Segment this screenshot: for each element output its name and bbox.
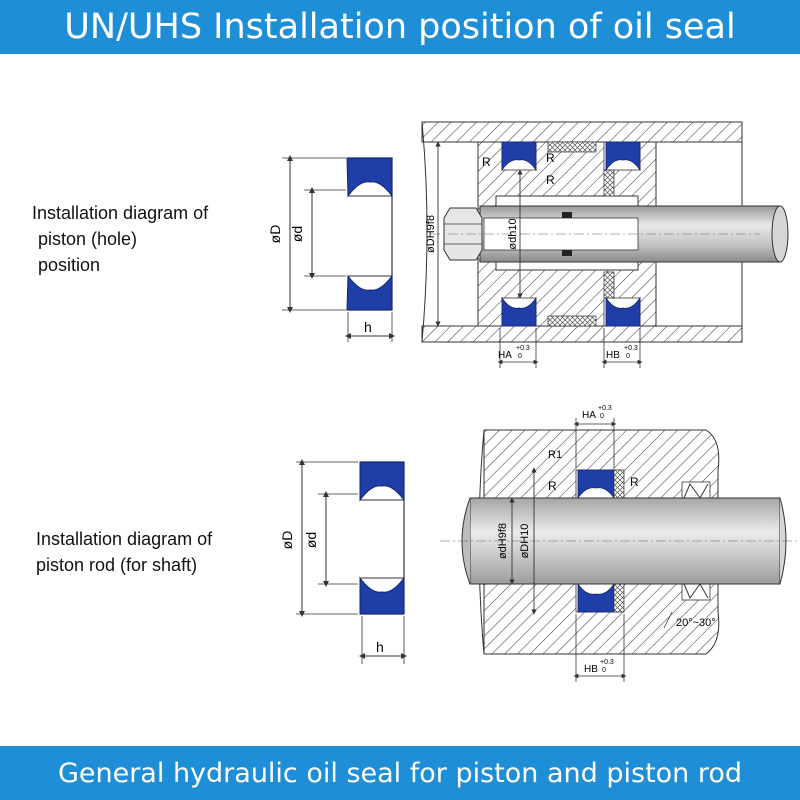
piston-seal-lip-bottom (346, 274, 393, 311)
rod-caption-line-1: Installation diagram of (36, 529, 213, 549)
rod-caption: Installation diagram of piston rod (for … (36, 526, 212, 578)
rod-seal-lip-bottom (359, 576, 405, 615)
piston-groove-b-tol-upper: +0.3 (624, 345, 638, 352)
piston-seal-a-top (501, 141, 537, 172)
piston-groove-b-tol-lower: 0 (626, 353, 630, 360)
rod-radius-1-label: R1 (548, 449, 562, 461)
piston-radius-label-1: R (482, 155, 491, 169)
piston-seal-lip-top (346, 157, 393, 198)
piston-caption-line-3: position (38, 255, 101, 275)
header-banner: UN/UHS Installation position of oil seal (0, 0, 800, 54)
wiper-top (683, 482, 709, 499)
footer-title: General hydraulic oil seal for piston an… (57, 757, 743, 789)
piston-seal-b-bottom (605, 296, 641, 327)
piston-groove-label: ødh10 (507, 218, 519, 249)
footer-banner: General hydraulic oil seal for piston an… (0, 746, 800, 800)
wear-ring-top (547, 141, 597, 153)
rod-groove-a-tol-lower: 0 (600, 413, 604, 420)
piston-assembly: øDH9f8 ødh10 R R R HA +0.3 0 HB +0.3 0 (421, 121, 789, 368)
piston-seal-a-bottom (501, 296, 537, 327)
piston-caption-line-2: piston (hole) (38, 229, 138, 249)
rod-radius-label-1: R (548, 479, 557, 493)
rod-groove-a-label: HA (582, 410, 596, 421)
piston-caption: Installation diagram of piston (hole) po… (32, 200, 208, 278)
piston-seal-height-label: h (364, 319, 372, 335)
piston-groove-a-tol-lower: 0 (518, 353, 522, 360)
rod-seal-cross-section: øD ød h (279, 459, 407, 664)
rod-seal-bottom (577, 582, 615, 613)
piston-seal-outer-diameter-label: øD (267, 225, 283, 244)
piston-radius-label-3: R (546, 173, 555, 187)
rod-groove-a-tol-upper: +0.3 (598, 405, 612, 412)
piston-bore-label: øDH9f8 (425, 215, 437, 253)
gland-housing-top (483, 429, 720, 499)
rod-wear-ring-top (613, 469, 625, 499)
cylinder-bore-top-wall (421, 121, 743, 143)
piston-radius-label-2: R (546, 151, 555, 165)
rod-caption-line-2: piston rod (for shaft) (36, 555, 198, 575)
rod-groove-b-tol-lower: 0 (602, 667, 606, 674)
rod-radius-label-2: R (630, 475, 639, 489)
piston-seal-b-top (605, 141, 641, 172)
cylinder-bore-bottom-wall (421, 325, 743, 343)
wear-ring-bottom (547, 315, 597, 327)
rod-seal-outer-diameter-label: øD (279, 531, 295, 550)
rod-seal-inner-diameter-label: ød (303, 532, 319, 548)
piston-caption-line-1: Installation diagram of (32, 203, 209, 223)
rod-seal-height-label: h (376, 639, 384, 655)
rod-wear-ring-bottom (613, 583, 625, 613)
rod-groove-b-tol-upper: +0.3 (600, 659, 614, 666)
rod-assembly: ødH9f8 øDH10 R1 R R HA +0.3 0 HB +0.3 0 … (440, 405, 800, 682)
piston-groove-a-tol-upper: +0.3 (516, 345, 530, 352)
piston-groove-a-label: HA (498, 350, 512, 361)
rod-seal-top (577, 469, 615, 500)
shaft-diameter-label: ødH9f8 (497, 523, 509, 559)
gland-housing-bottom (483, 583, 720, 655)
wiper-bottom (683, 583, 709, 600)
rod-groove-label: øDH10 (519, 524, 531, 559)
header-title: UN/UHS Installation position of oil seal (64, 7, 736, 47)
piston-groove-b-label: HB (606, 350, 620, 361)
piston-seal-inner-diameter-label: ød (289, 226, 305, 242)
rod-groove-b-label: HB (584, 664, 598, 675)
piston-seal-cross-section: øD ød h (267, 155, 395, 342)
chamfer-angle-label: 20°~30° (676, 617, 716, 629)
rod-seal-lip-top (359, 461, 405, 502)
